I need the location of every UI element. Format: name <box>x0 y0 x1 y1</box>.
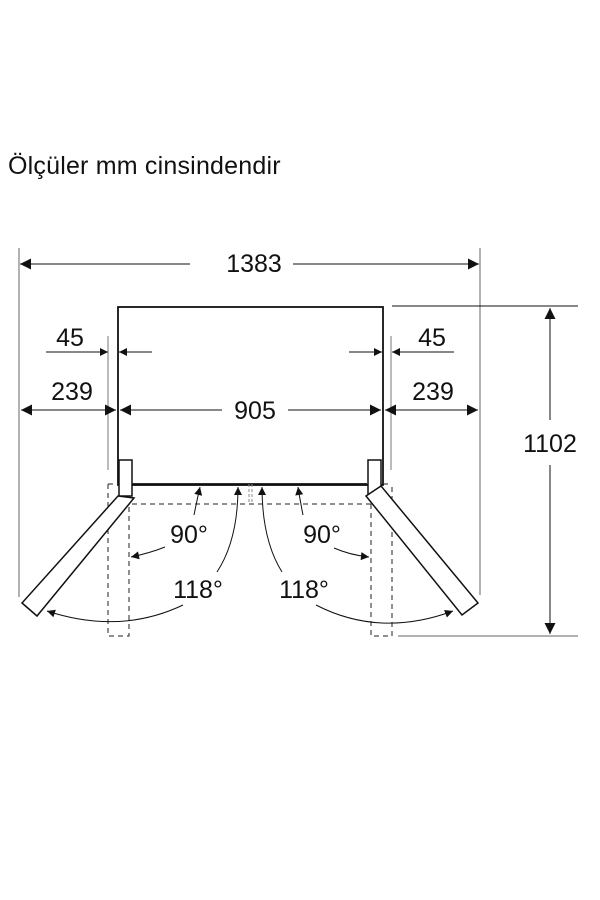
left-hinge <box>118 459 133 497</box>
closed-door-dashed-outline <box>107 483 393 637</box>
right-45-label: 45 <box>418 324 446 352</box>
body-width-label: 905 <box>234 397 276 425</box>
right-239-label: 239 <box>412 378 454 406</box>
right-door-offset-dimension: 45 <box>349 324 454 356</box>
left-90-label: 90° <box>170 521 208 549</box>
right-90-label: 90° <box>303 521 341 549</box>
body-width-dimension: 905 <box>120 397 381 425</box>
left-angle-arrows <box>46 486 242 623</box>
overall-width-dimension: 1383 <box>20 250 479 278</box>
right-118-label: 118° <box>279 576 329 604</box>
right-angle-arrows <box>258 486 454 624</box>
right-door-open <box>364 485 480 617</box>
left-door-offset-dimension: 45 <box>46 324 152 356</box>
right-clearance-dimension: 239 <box>385 378 478 416</box>
depth-label: 1102 <box>523 430 577 458</box>
depth-dimension: 1102 <box>523 308 577 634</box>
left-clearance-dimension: 239 <box>21 378 116 416</box>
units-caption: Ölçüler mm cinsindendir <box>8 152 281 180</box>
left-45-label: 45 <box>56 324 84 352</box>
overall-width-label: 1383 <box>226 250 282 278</box>
cabinet-body <box>117 306 384 486</box>
left-239-label: 239 <box>51 378 93 406</box>
left-door-open <box>20 495 136 618</box>
left-118-label: 118° <box>173 576 223 604</box>
